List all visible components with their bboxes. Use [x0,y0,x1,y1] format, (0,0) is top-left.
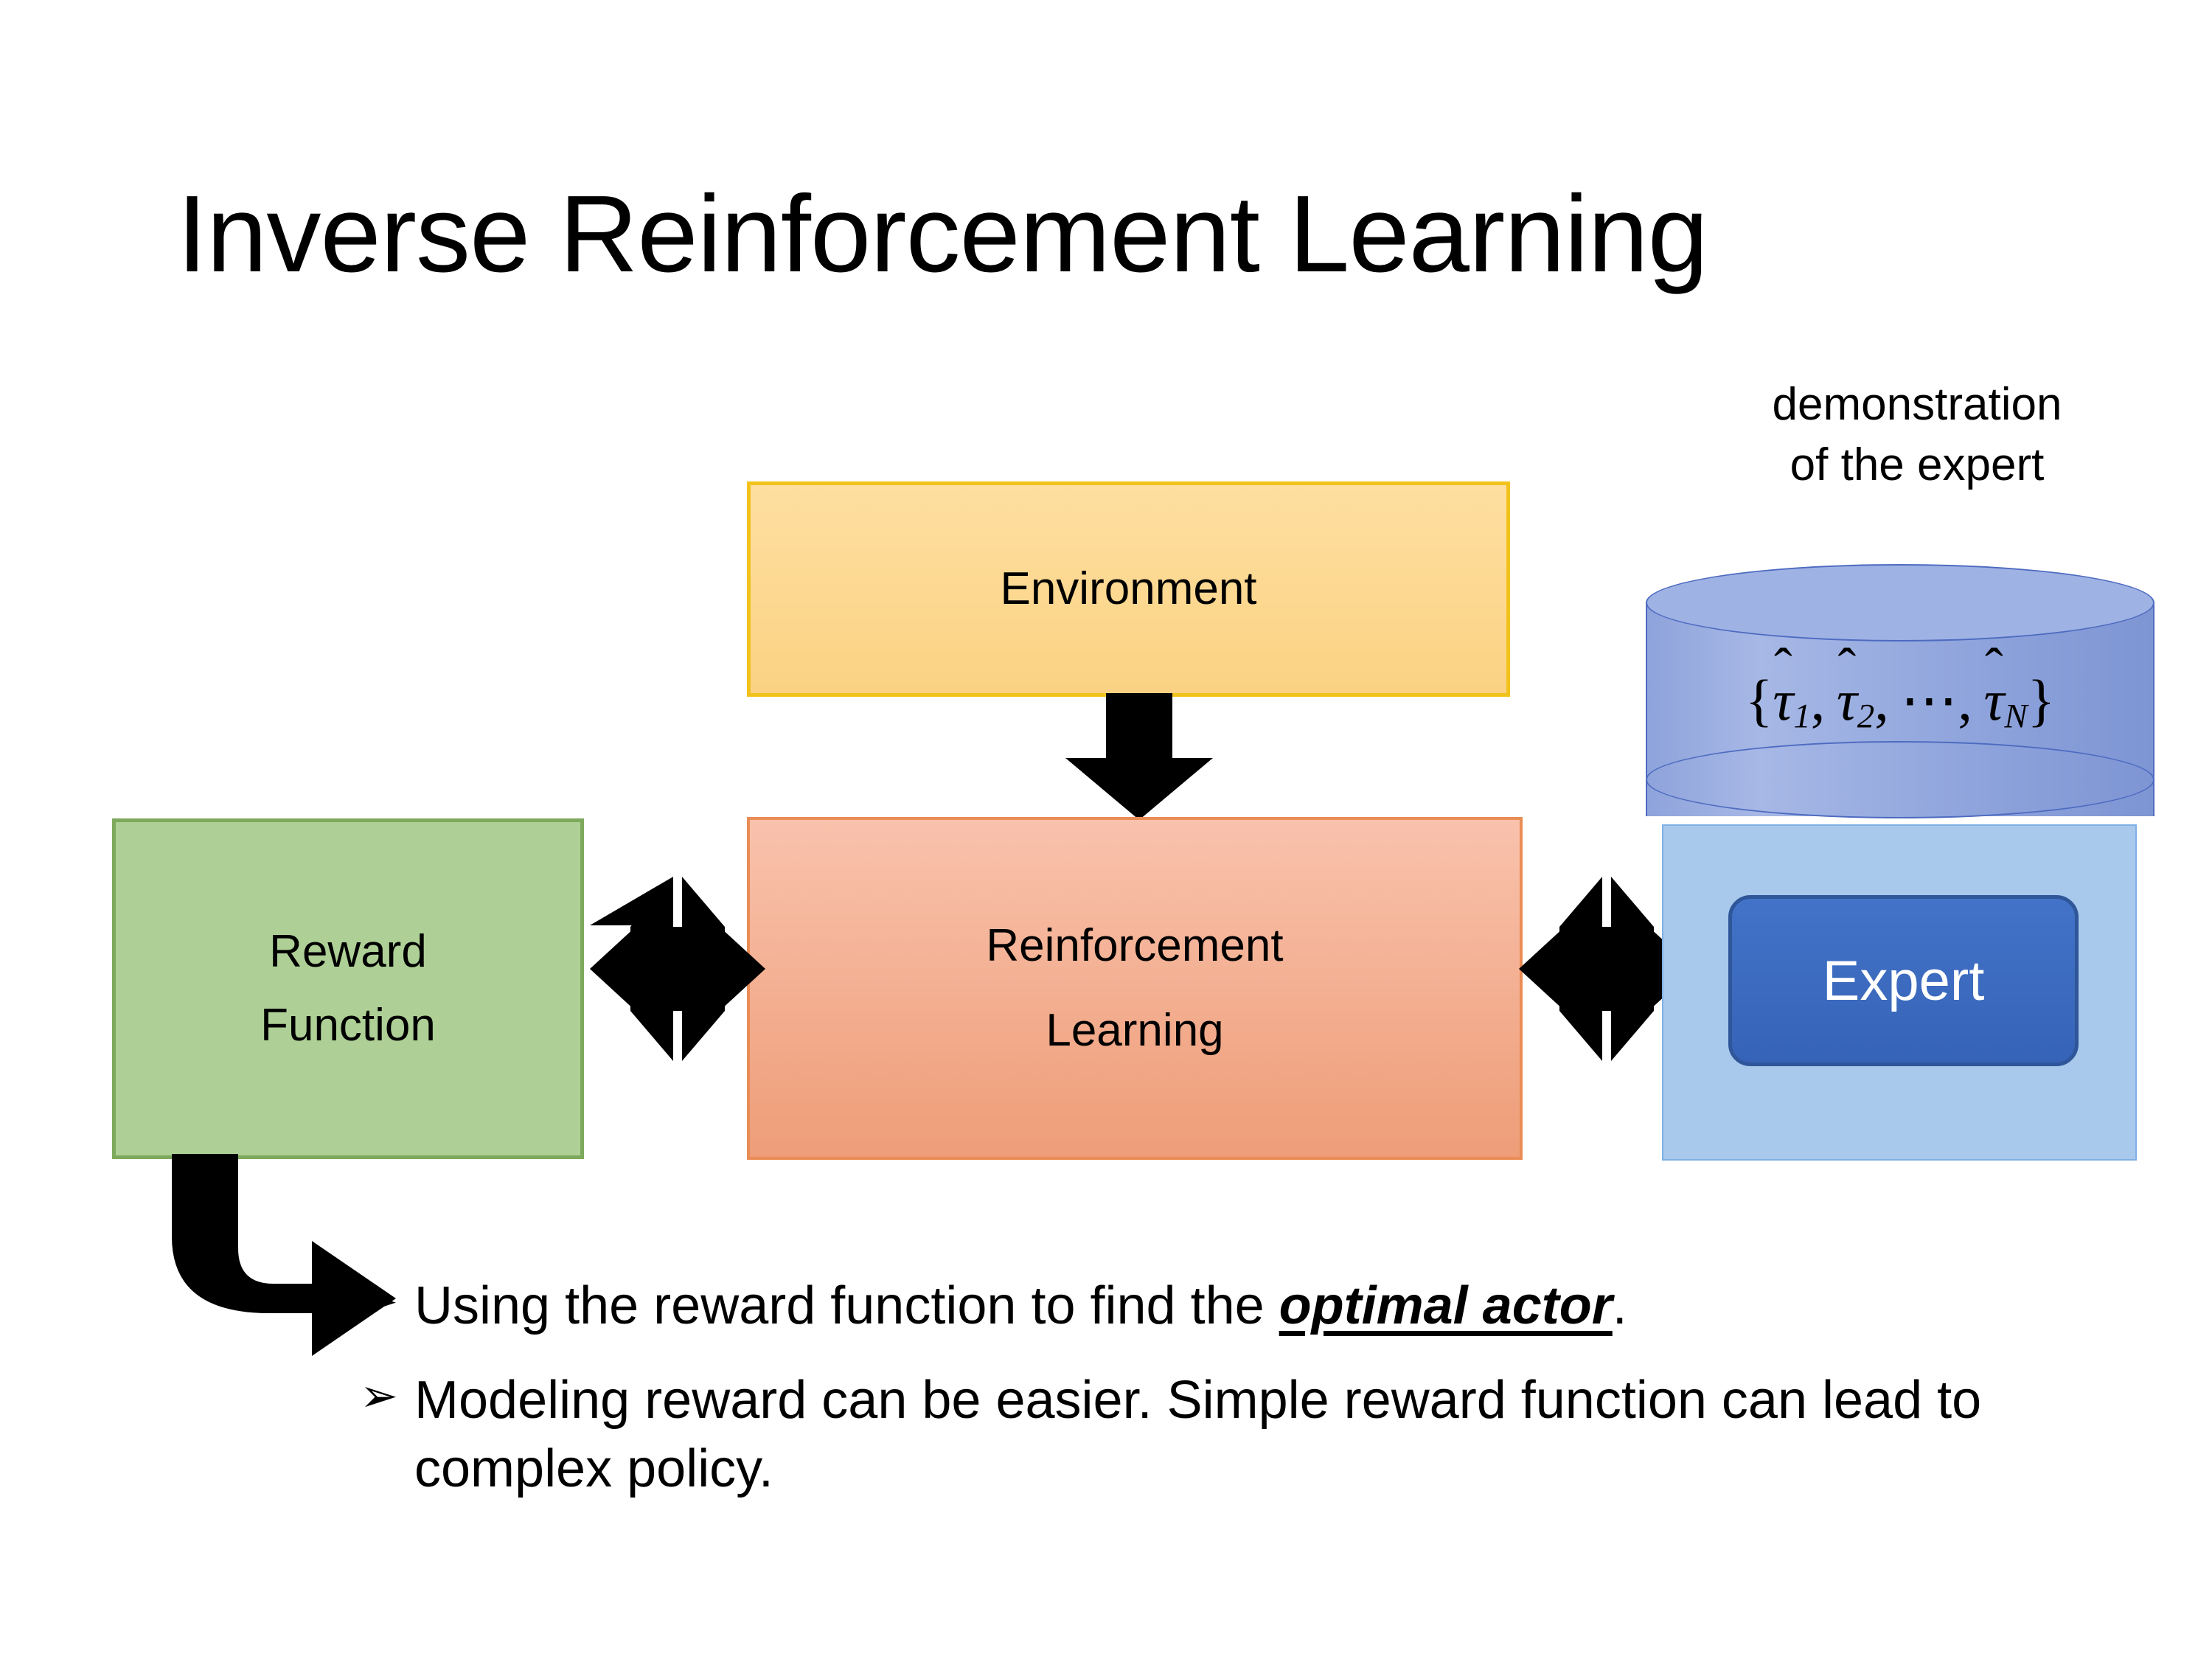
bullet-marker-icon: ➢ [360,1368,398,1422]
reward-line-1: Reward [269,925,427,977]
bullet-marker-icon: ➢ [360,1274,398,1328]
trajectory-set-formula: {̂τ1, ̂τ2, ⋯, ̂τN} [1646,667,2154,736]
expert-label: Expert [1822,949,1985,1012]
tau-1: ̂τ [1773,667,1793,734]
reward-function-box[interactable]: Reward Function [112,818,584,1159]
tau-symbol-2: τ [1836,668,1857,732]
formula-brace-close: } [2027,668,2056,732]
tau-symbol-n: τ [1983,668,2005,732]
demonstration-cylinder[interactable]: {̂τ1, ̂τ2, ⋯, ̂τN} [1646,564,2154,855]
reinforcement-learning-box[interactable]: Reinforcement Learning [747,817,1523,1160]
page-title: Inverse Reinforcement Learning [177,173,1708,295]
rl-line-1: Reinforcement [986,919,1284,971]
reinforcement-learning-label: Reinforcement Learning [986,904,1283,1073]
bullet-text-1: Using the reward function to find the op… [414,1272,1627,1341]
bullet-1-pre: Using the reward function to find the [414,1276,1279,1335]
tau-2-subscript: 2 [1857,697,1875,736]
environment-label: Environment [1000,563,1257,614]
bullet-1-post: . [1612,1276,1627,1335]
tau-n-subscript: N [2004,697,2028,736]
down-arrow-icon [1065,693,1213,820]
tau-2: ̂τ [1837,667,1857,734]
bullet-1-emphasis: optimal actor [1279,1276,1613,1335]
environment-box[interactable]: Environment [747,481,1510,697]
reward-line-2: Function [260,1000,436,1051]
reward-function-label: Reward Function [260,915,436,1063]
formula-brace-open: { [1745,668,1773,732]
bullet-2-pre: Modeling reward can be easier. Simple re… [414,1370,1982,1499]
list-item: ➢ Modeling reward can be easier. Simple … [360,1366,2100,1504]
demonstration-caption: demonstration of the expert [1622,375,2212,495]
comma-3: , [1958,668,1972,732]
elbow-arrow-icon [172,1154,396,1356]
demonstration-caption-line-2: of the expert [1790,439,2045,490]
quad-arrow-icon-right [1519,877,1694,1061]
cylinder-top-ellipse [1646,564,2154,641]
formula-ellipsis: ⋯ [1900,668,1958,732]
tau-1-subscript: 1 [1793,697,1811,736]
list-item: ➢ Using the reward function to find the … [360,1272,2100,1341]
bullet-text-2: Modeling reward can be easier. Simple re… [414,1366,2100,1504]
tau-n: ̂τ [1983,667,2004,734]
cylinder-bottom-ellipse [1646,741,2154,818]
comma-2: , [1874,668,1889,732]
comma-1: , [1810,668,1826,732]
quad-arrow-icon-left [590,874,765,1061]
rl-line-2: Learning [1046,1004,1224,1056]
demonstration-caption-line-1: demonstration [1772,379,2062,430]
bullet-list: ➢ Using the reward function to find the … [360,1272,2100,1529]
tau-symbol-1: τ [1773,668,1794,732]
expert-box[interactable]: Expert [1728,895,2079,1066]
